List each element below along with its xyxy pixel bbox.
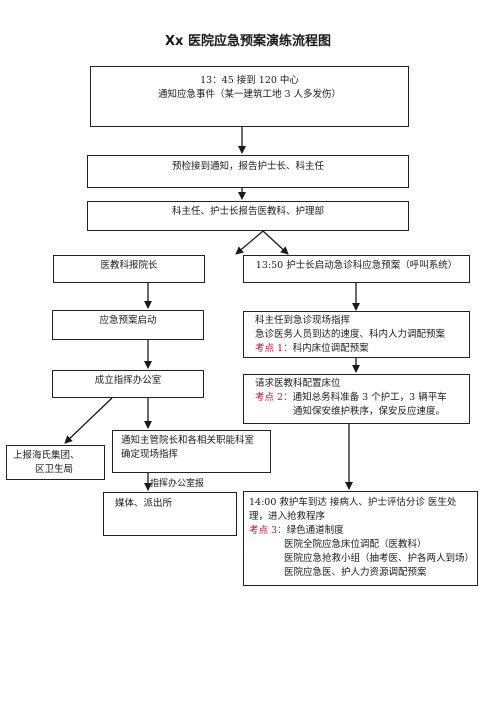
- node-line: 急诊医务人员到达的速度、科内人力调配预案: [255, 329, 446, 340]
- node-text: 科主任、护士长报告医教科、护理部: [171, 206, 324, 217]
- key-point-text: 绿色通道制度: [286, 525, 344, 536]
- edge-label: 指挥办公室报: [150, 479, 205, 489]
- node-request-beds: 请求医教科配置床位 考点 2：通知总务科准备 3 个护工，3 辆平车 通知保安维…: [243, 374, 470, 424]
- node-text: 媒体、派出所: [115, 498, 173, 509]
- key-point-1: 考点 1：科内床位调配预案: [255, 342, 469, 356]
- node-notify-president: 通知主管院长和各相关职能科室 确定现场指挥: [112, 430, 271, 473]
- node-text: 应急预案启动: [99, 315, 157, 326]
- key-point-3: 考点 3：绿色通道制度: [249, 524, 477, 538]
- node-line: 通知应急事件（某一建筑工地 3 人多发伤）: [157, 89, 342, 100]
- node-ambulance-arrival: 14:00 救护车到达 接病人、护士评估分诊 医生处 理，进入抢救程序 考点 3…: [243, 491, 478, 586]
- node-line: 上报海氏集团、: [13, 450, 80, 461]
- arrow-n8-n10: [64, 397, 113, 444]
- key-point-label: 考点 3：: [249, 525, 287, 536]
- node-line: 通知主管院长和各相关职能科室: [121, 435, 255, 446]
- node-line: 请求医教科配置床位: [255, 378, 341, 389]
- node-line: 通知保安维护秩序，保安反应速度。: [293, 406, 446, 417]
- node-text: 13:50 护士长启动急诊科应急预案（呼叫系统）: [255, 260, 458, 271]
- node-line: 确定现场指挥: [121, 449, 179, 460]
- node-report-president: 医教科报院长: [53, 255, 205, 283]
- key-point-label: 考点 2：: [255, 392, 293, 403]
- list-item: 医院应急医、护人力资源调配预案: [284, 567, 427, 578]
- node-line: 区卫生局: [35, 464, 74, 475]
- node-line: 理，进入抢救程序: [249, 511, 326, 522]
- node-start-emergency-plan: 13:50 护士长启动急诊科应急预案（呼叫系统）: [243, 255, 470, 283]
- node-media-police: 媒体、派出所: [103, 492, 237, 536]
- node-text: 预检接到通知，报告护士长、科主任: [171, 161, 324, 172]
- arrow-n3-n5: [262, 230, 289, 255]
- node-command-office: 成立指挥办公室: [52, 370, 204, 398]
- node-text: 医教科报院长: [100, 260, 158, 271]
- node-plan-activated: 应急预案启动: [52, 310, 204, 340]
- node-triage-report: 预检接到通知，报告护士长、科主任: [87, 155, 409, 188]
- node-text: 成立指挥办公室: [94, 375, 162, 386]
- key-point-2: 考点 2：通知总务科准备 3 个护工，3 辆平车: [255, 391, 469, 405]
- key-point-text: 科内床位调配预案: [292, 343, 369, 354]
- node-line: 14:00 救护车到达 接病人、护士评估分诊 医生处: [249, 497, 457, 508]
- list-item: 医院全院应急床位调配（医教科）: [284, 539, 427, 550]
- node-on-site-command: 科主任到急诊现场指挥 急诊医务人员到达的速度、科内人力调配预案 考点 1：科内床…: [243, 311, 470, 358]
- node-line: 科主任到急诊现场指挥: [255, 315, 351, 326]
- arrow-n3-n4: [235, 230, 264, 255]
- node-line: 13：45 接到 120 中心: [200, 75, 299, 86]
- list-item: 医院应急抢救小组（抽考医、护各两人到场）: [284, 553, 475, 564]
- key-point-label: 考点 1：: [255, 343, 293, 354]
- node-director-report: 科主任、护士长报告医教科、护理部: [87, 201, 409, 231]
- key-point-text: 通知总务科准备 3 个护工，3 辆平车: [292, 392, 447, 403]
- page-title: Xx 医院应急预案演练流程图: [165, 34, 331, 49]
- node-receive-call: 13：45 接到 120 中心 通知应急事件（某一建筑工地 3 人多发伤）: [90, 66, 409, 127]
- node-report-group: 上报海氏集团、 区卫生局: [6, 445, 105, 480]
